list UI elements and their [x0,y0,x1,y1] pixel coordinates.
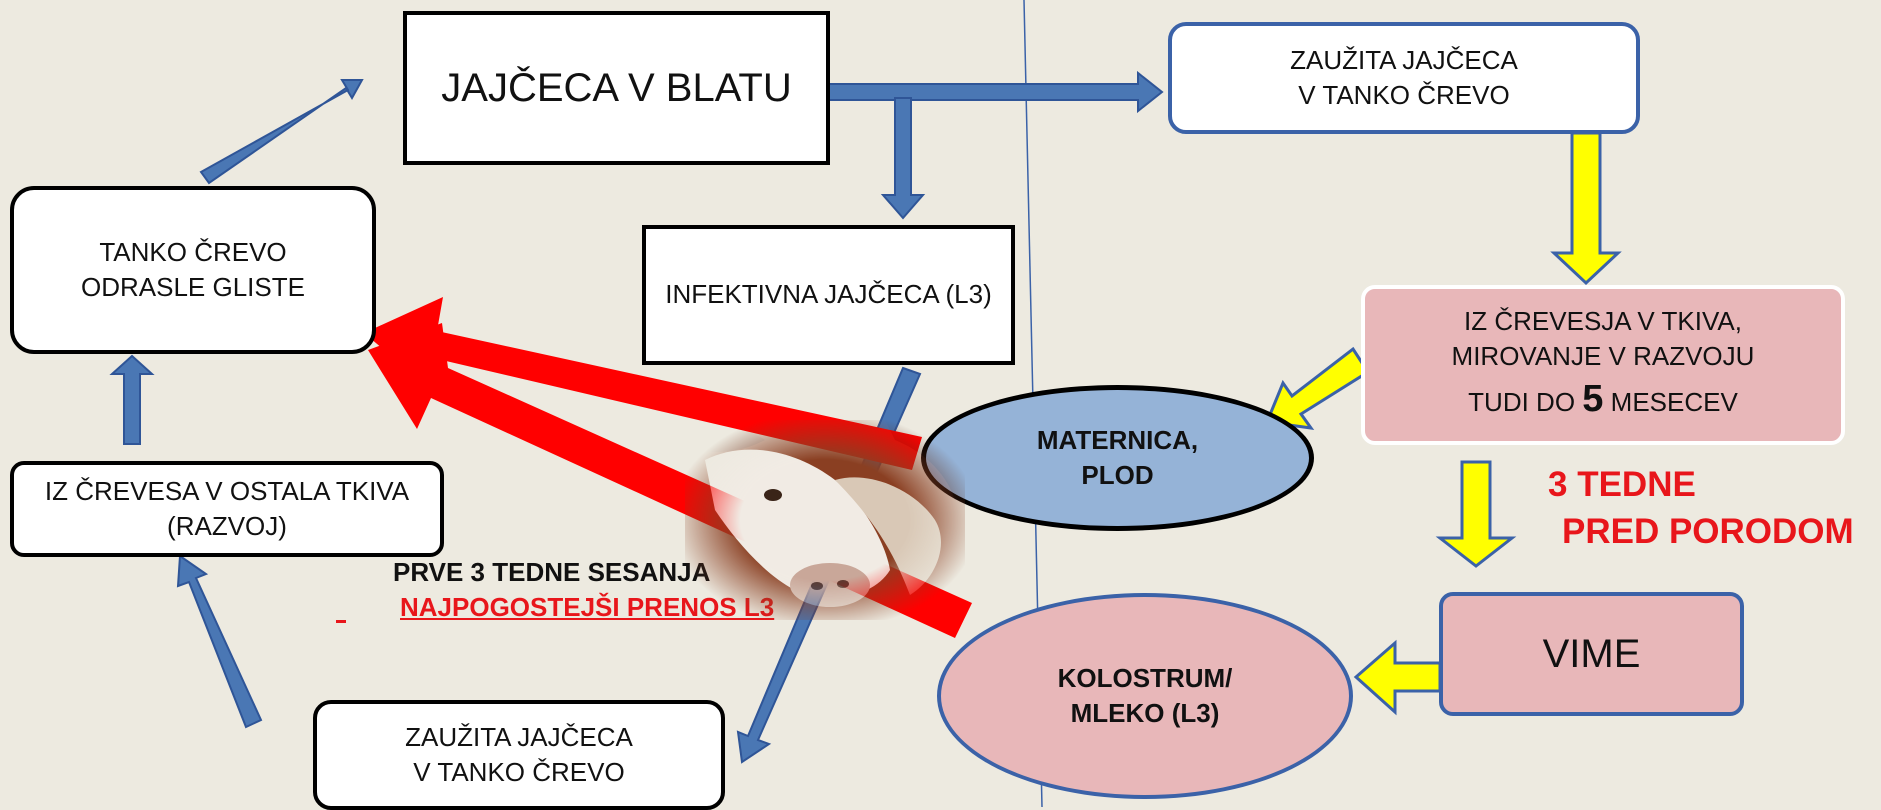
arrow-tissues-to-intestine [109,354,155,445]
arrow-udder-to-colostrum [1353,639,1442,716]
node-intestine-to-tissues-right-line1: IZ ČREVESJA V TKIVA, [1464,306,1742,337]
dormancy-prefix: TUDI DO [1468,387,1576,418]
node-udder-label: VIME [1542,632,1641,676]
arrow-intestine-to-feces [199,79,364,185]
node-infective-eggs-label: INFEKTIVNA JAJČECA (L3) [665,279,992,310]
label-three-weeks-line1: 3 TEDNE [1548,465,1696,504]
dormancy-number: 5 [1582,378,1604,421]
node-eaten-eggs-right-line1: ZAUŽITA JAJČECA [1290,44,1518,75]
node-eaten-eggs-right-line2: V TANKO ČREVO [1298,80,1510,110]
arrow-eaten-right-to-tissues [1550,131,1622,286]
node-intestine-to-tissues-left: IZ ČREVESA V OSTALA TKIVA (RAZVOJ) [10,461,444,557]
arrow-feces-to-eaten-right [827,70,1164,114]
node-infective-eggs: INFEKTIVNA JAJČECA (L3) [642,225,1015,365]
node-intestine-to-tissues-right: IZ ČREVESJA V TKIVA, MIROVANJE V RAZVOJU… [1361,285,1845,445]
label-three-weeks-line2: PRED PORODOM [1562,512,1854,552]
label-first-weeks: PRVE 3 TEDNE SESANJA [393,557,711,587]
node-eggs-in-feces: JAJČECA V BLATU [403,11,830,165]
node-colostrum: KOLOSTRUM/ MLEKO (L3) [937,593,1353,799]
node-small-intestine: TANKO ČREVO ODRASLE GLISTE [10,186,376,354]
node-udder: VIME [1439,592,1744,716]
node-intestine-to-tissues-right-line2: MIROVANJE V RAZVOJU [1451,341,1755,372]
node-eaten-eggs-right: ZAUŽITA JAJČECA V TANKO ČREVO [1168,22,1640,134]
arrow-tissues-to-udder [1435,460,1517,568]
arrow-tissues-to-uterus [1264,346,1371,430]
node-colostrum-line1: KOLOSTRUM/ [1057,662,1233,693]
cow-head-photo [685,420,965,620]
node-eaten-eggs-left: ZAUŽITA JAJČECA V TANKO ČREVO [313,700,725,810]
node-small-intestine-line2: ODRASLE GLISTE [81,272,305,302]
node-dormancy-line: TUDI DO 5 MESECEV [1468,374,1738,425]
node-intestine-to-tissues-left-line2: (RAZVOJ) [167,511,287,541]
label-red-dash [336,620,346,623]
node-eaten-eggs-left-line1: ZAUŽITA JAJČECA [405,721,633,752]
dormancy-suffix: MESECEV [1610,387,1738,418]
node-intestine-to-tissues-left-line1: IZ ČREVESA V OSTALA TKIVA [44,475,410,506]
arrow-eaten-left-to-tissues [176,554,263,729]
node-uterus-line2: PLOD [1081,460,1154,490]
node-uterus: MATERNICA, PLOD [921,385,1314,531]
node-eggs-in-feces-label: JAJČECA V BLATU [441,66,792,110]
node-uterus-line1: MATERNICA, [1036,424,1199,455]
label-three-weeks: 3 TEDNE PRED PORODOM [1548,461,1854,556]
node-eaten-eggs-left-line2: V TANKO ČREVO [413,757,625,787]
arrow-feces-to-infective [880,97,926,220]
node-colostrum-line2: MLEKO (L3) [1070,698,1220,728]
node-small-intestine-line1: TANKO ČREVO [99,236,287,267]
